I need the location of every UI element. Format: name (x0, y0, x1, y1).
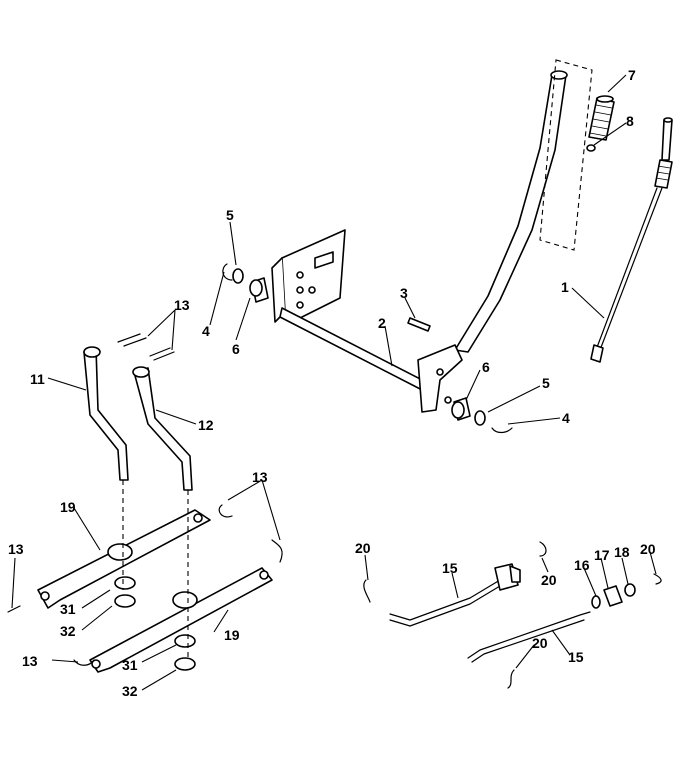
label-part-6-left: 6 (232, 341, 240, 357)
bolt (407, 317, 431, 332)
label-part-6-right: 6 (482, 359, 490, 375)
label-part-32-lower: 32 (122, 683, 138, 699)
clips-lower (7, 504, 283, 666)
label-part-31-lower: 31 (122, 657, 138, 673)
lever-grip-outline (539, 59, 593, 251)
label-part-16: 16 (574, 557, 590, 573)
clevis-pins-upper (117, 333, 175, 361)
rod-15-lower (467, 611, 591, 663)
label-part-2: 2 (378, 315, 386, 331)
right-hardware (451, 397, 513, 434)
lift-arm-lower (89, 567, 273, 673)
label-part-8: 8 (626, 113, 634, 129)
label-part-13-left: 13 (8, 541, 24, 557)
leader-lines (11, 74, 657, 691)
label-part-19-lower: 19 (224, 627, 240, 643)
label-part-20-lower: 20 (532, 635, 548, 651)
label-part-13-lower: 13 (22, 653, 38, 669)
label-part-13-upper: 13 (174, 297, 190, 313)
lift-link-11 (83, 346, 129, 481)
label-part-5-left: 5 (226, 207, 234, 223)
lift-lever (454, 70, 568, 353)
left-hardware (222, 263, 269, 303)
label-part-5-right: 5 (542, 375, 550, 391)
hardware-16-17-18 (591, 583, 636, 609)
label-part-7: 7 (628, 67, 636, 83)
label-part-32-upper: 32 (60, 623, 76, 639)
part-labels: 7 8 1 3 2 5 4 6 6 5 4 13 11 12 13 19 13 … (8, 67, 656, 699)
label-part-20-right: 20 (640, 541, 656, 557)
label-part-17: 17 (594, 547, 610, 563)
label-part-4-left: 4 (202, 323, 210, 339)
adjust-rod (590, 117, 673, 363)
label-part-20-mid: 20 (541, 572, 557, 588)
label-part-15-upper: 15 (442, 560, 458, 576)
label-part-1: 1 (561, 279, 569, 295)
lift-link-12 (132, 366, 193, 491)
cross-shaft (279, 307, 463, 413)
label-part-13-mid: 13 (252, 469, 268, 485)
label-part-3: 3 (400, 285, 408, 301)
grip-spring (588, 95, 615, 141)
label-part-18: 18 (614, 544, 630, 560)
label-part-15-lower: 15 (568, 649, 584, 665)
mounting-bracket (271, 229, 346, 323)
label-part-4-right: 4 (562, 410, 570, 426)
label-part-19-upper: 19 (60, 499, 76, 515)
label-part-31-upper: 31 (60, 601, 76, 617)
rod-15-upper (389, 563, 521, 627)
label-part-12: 12 (198, 417, 214, 433)
label-part-20-left: 20 (355, 540, 371, 556)
label-part-11: 11 (30, 371, 45, 387)
grip-pin (586, 144, 596, 152)
spacers (114, 576, 196, 671)
alignment-lines (122, 480, 189, 660)
lift-arm-upper (37, 509, 211, 609)
clips-20 (363, 541, 662, 689)
